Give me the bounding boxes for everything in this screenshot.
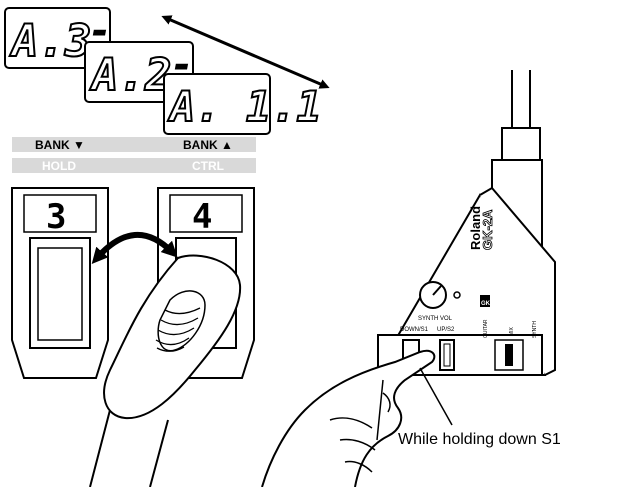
side-label-mix: MIX [509,326,515,336]
bank-down-label: BANK ▼ [35,138,85,152]
display-bank-1: A. 1.1 [163,73,323,135]
hold-label: HOLD [42,159,76,173]
gk-badge: GK [481,301,491,307]
model-label: GK-2A [480,209,495,250]
gk2a-unit: Roland GK-2A SYNTH VOL GK DOWN/S1 UP/S2 … [373,70,556,376]
ctrl-label: CTRL [192,159,224,173]
caption: While holding down S1 [398,431,561,448]
side-label-guitar: GUITAR [483,319,489,338]
pedal-3-number: 3 [46,197,66,237]
pedal-swap-arrow [91,232,178,264]
display-bank-1-text: A. 1.1 [167,82,322,131]
shoe-illustration [89,254,242,487]
pedal-4-number: 4 [192,197,212,237]
synth-vol-label: SYNTH VOL [418,316,453,322]
bank-label-bars: BANK ▼ BANK ▲ HOLD CTRL [12,137,256,173]
side-label-synth: SYNTH [532,321,538,338]
bank-up-label: BANK ▲ [183,138,233,152]
bank-direction-arrow [161,15,330,89]
switch-label-up-s2: UP/S2 [437,327,455,333]
hand-illustration [261,349,436,487]
brand-label: Roland [468,206,483,250]
switch-label-down-s1: DOWN/S1 [400,327,429,333]
callout-line-2 [419,367,453,426]
callout-line-1 [376,379,384,441]
pedal-3: 3 [11,187,109,379]
